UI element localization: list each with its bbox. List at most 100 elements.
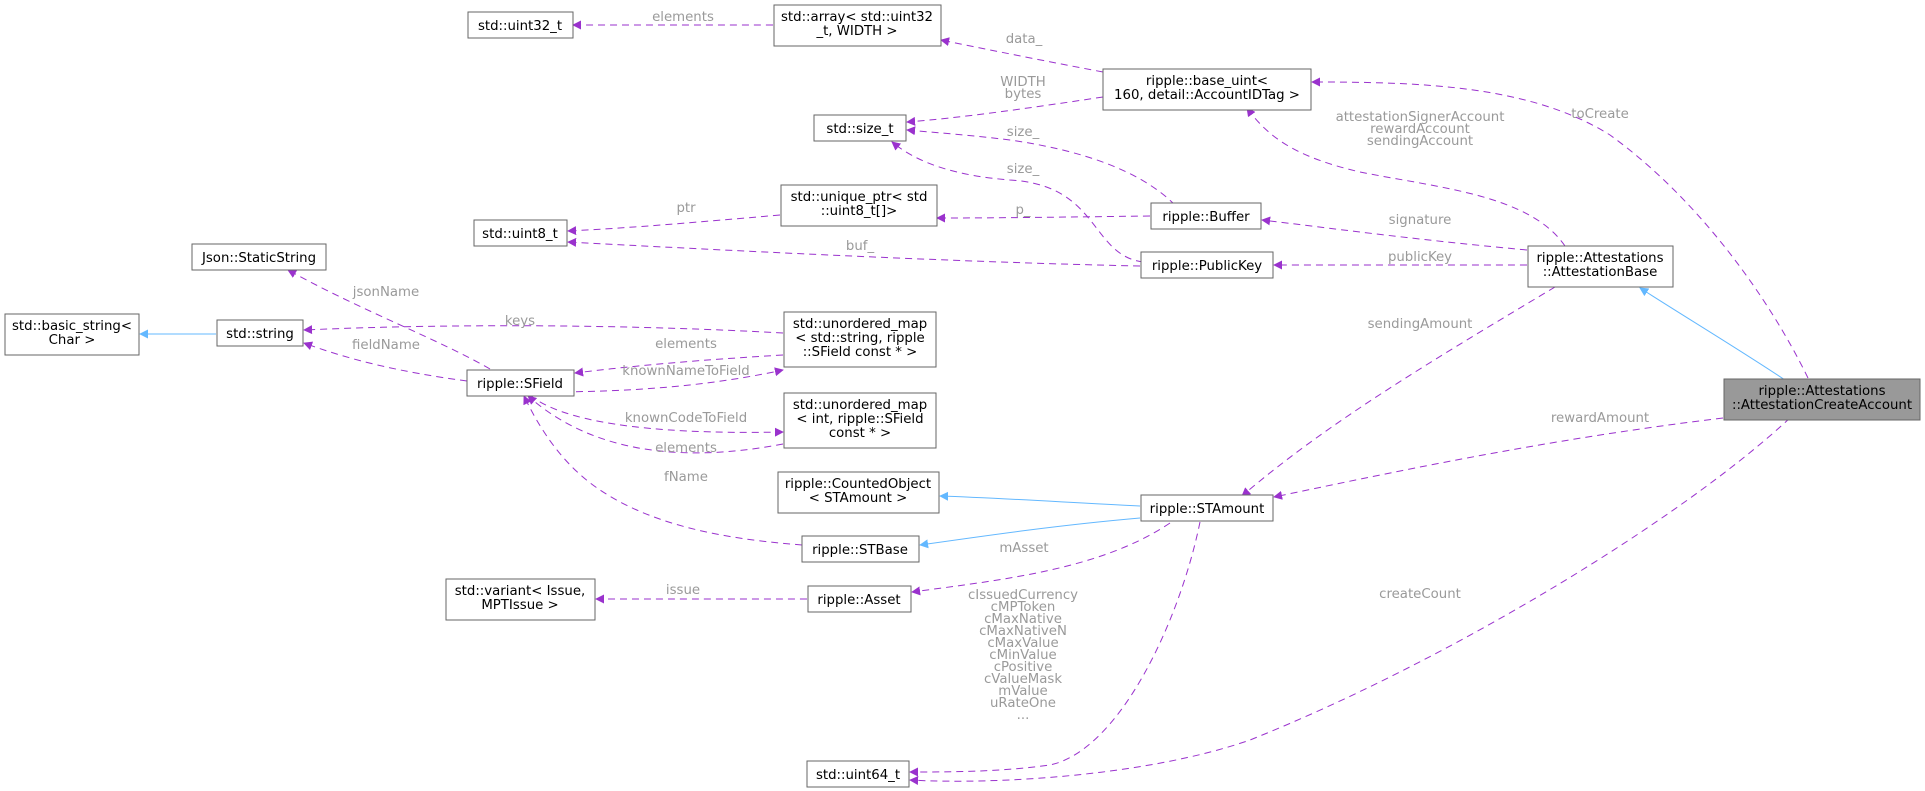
text-line: ::AttestationBase bbox=[1543, 265, 1658, 280]
text-line: _t, WIDTH > bbox=[815, 24, 897, 39]
text-line: uRateOne bbox=[990, 696, 1056, 711]
text-line: ripple::STAmount bbox=[1150, 502, 1265, 517]
edge-attbase-to-stamount: sendingAmount bbox=[1241, 286, 1556, 497]
text-line: cMaxNative bbox=[984, 612, 1062, 627]
text-line: cValueMask bbox=[984, 672, 1062, 687]
node-std-uint8-t[interactable]: std::uint8_t bbox=[473, 219, 568, 247]
nodes: std::uint32_t std::array< std::uint32_t,… bbox=[4, 4, 1921, 788]
edge-label-signature: signature bbox=[1389, 213, 1452, 228]
text-line: knownNameToField bbox=[622, 364, 749, 379]
node-ripple-asset[interactable]: ripple::Asset bbox=[807, 585, 912, 613]
text-line: < std::string, ripple bbox=[795, 331, 924, 346]
edge-label-data: data_ bbox=[1006, 32, 1043, 47]
node-label: ripple::CountedObject< STAmount > bbox=[785, 477, 931, 506]
text-line: keys bbox=[505, 314, 535, 329]
node-label: ripple::STBase bbox=[812, 543, 908, 558]
node-std-uint32-t[interactable]: std::uint32_t bbox=[467, 11, 574, 39]
node-label: std::uint64_t bbox=[816, 768, 900, 783]
text-line: ... bbox=[1017, 708, 1030, 723]
node-label: std::size_t bbox=[826, 122, 893, 137]
edge-buffer-to-uniqueptr: p_ bbox=[936, 203, 1151, 223]
node-ripple-stbase[interactable]: ripple::STBase bbox=[801, 535, 920, 563]
text-line: cMaxNativeN bbox=[979, 624, 1067, 639]
text-line: std::uint32_t bbox=[478, 19, 562, 34]
node-label: ripple::base_uint<160, detail::AccountID… bbox=[1114, 74, 1300, 103]
text-line: < STAmount > bbox=[809, 491, 908, 506]
edge-buffer-to-sizet: size_ bbox=[906, 125, 1176, 206]
node-label: std::string bbox=[226, 327, 294, 342]
node-attestation-base[interactable]: ripple::Attestations::AttestationBase bbox=[1527, 245, 1674, 288]
text-line: < int, ripple::SField bbox=[796, 412, 923, 427]
node-label: std::unique_ptr< std::uint8_t[]> bbox=[791, 190, 928, 219]
node-std-variant[interactable]: std::variant< Issue,MPTIssue > bbox=[445, 578, 596, 621]
node-json-staticstring[interactable]: Json::StaticString bbox=[191, 243, 327, 271]
text-line: std::string bbox=[226, 327, 294, 342]
node-ripple-base-uint[interactable]: ripple::base_uint<160, detail::AccountID… bbox=[1102, 68, 1312, 111]
edge-sfield-to-umapint: knownCodeToField bbox=[529, 394, 784, 437]
text-line: WIDTH bbox=[1000, 75, 1045, 90]
text-line: std::unique_ptr< std bbox=[791, 190, 928, 205]
text-line: cIssuedCurrency bbox=[968, 588, 1078, 603]
text-line: const * > bbox=[829, 426, 891, 441]
node-counted-object[interactable]: ripple::CountedObject< STAmount > bbox=[777, 471, 940, 514]
text-line: bytes bbox=[1005, 87, 1042, 102]
node-unordered-map-string[interactable]: std::unordered_map< std::string, ripple:… bbox=[783, 311, 937, 368]
edge-label-p: p_ bbox=[1015, 203, 1030, 218]
text-line: data_ bbox=[1006, 32, 1043, 47]
edge-label-issue: issue bbox=[666, 583, 700, 598]
node-std-unique-ptr[interactable]: std::unique_ptr< std::uint8_t[]> bbox=[780, 184, 938, 227]
text-line: ::uint8_t[]> bbox=[821, 204, 898, 219]
edge-label-size-pubkey: size_ bbox=[1007, 162, 1040, 177]
text-line: 160, detail::AccountIDTag > bbox=[1114, 88, 1300, 103]
node-label: ripple::SField bbox=[477, 377, 563, 392]
text-line: std::uint8_t bbox=[482, 227, 558, 242]
node-ripple-sfield[interactable]: ripple::SField bbox=[466, 369, 575, 397]
node-ripple-stamount[interactable]: ripple::STAmount bbox=[1140, 494, 1274, 522]
node-std-string[interactable]: std::string bbox=[216, 319, 304, 347]
edge-sfield-to-staticstring: jsonName bbox=[287, 269, 491, 370]
text-line: sendingAmount bbox=[1368, 317, 1473, 332]
edge-label-elements-uint32: elements bbox=[652, 10, 714, 25]
edge-label-fieldname: fieldName bbox=[352, 338, 420, 353]
text-line: std::unordered_map bbox=[793, 398, 927, 413]
node-label: std::unordered_map< std::string, ripple:… bbox=[793, 317, 927, 360]
text-line: mValue bbox=[998, 684, 1047, 699]
text-line: elements bbox=[652, 10, 714, 25]
node-std-array[interactable]: std::array< std::uint32_t, WIDTH > bbox=[773, 4, 942, 47]
edge-label-masset: mAsset bbox=[999, 541, 1048, 556]
node-ripple-buffer[interactable]: ripple::Buffer bbox=[1150, 202, 1262, 230]
node-label: ripple::Asset bbox=[817, 593, 900, 608]
edge-pubkey-to-uint8: buf_ bbox=[567, 237, 1141, 267]
edge-pubkey-to-sizet: size_ bbox=[891, 141, 1144, 263]
edge-label-size-buffer: size_ bbox=[1007, 125, 1040, 140]
node-std-uint64-t[interactable]: std::uint64_t bbox=[806, 760, 910, 788]
text-line: publicKey bbox=[1388, 250, 1452, 265]
node-std-size-t[interactable]: std::size_t bbox=[813, 114, 907, 142]
text-line: fName bbox=[664, 470, 708, 485]
text-line: ::AttestationCreateAccount bbox=[1732, 398, 1912, 413]
text-line: ::SField const * > bbox=[803, 345, 918, 360]
edge-label-publickey: publicKey bbox=[1388, 250, 1452, 265]
node-std-basic-string[interactable]: std::basic_string<Char > bbox=[4, 313, 140, 356]
text-line: std::variant< Issue, bbox=[455, 584, 586, 599]
text-line: std::unordered_map bbox=[793, 317, 927, 332]
edge-umapint-to-sfield: elements bbox=[527, 395, 784, 456]
edge-sfield-to-umapstr: knownNameToField bbox=[539, 364, 784, 393]
text-line: fieldName bbox=[352, 338, 420, 353]
node-attestation-create-account[interactable]: ripple::Attestations::AttestationCreateA… bbox=[1723, 378, 1921, 421]
edge-attcreate-to-uint64: createCount bbox=[909, 417, 1791, 785]
edge-attcreate-to-baseuint: toCreate bbox=[1311, 77, 1809, 379]
text-line: signature bbox=[1389, 213, 1452, 228]
edge-umapstr-to-string: keys bbox=[303, 314, 784, 335]
text-line: Char > bbox=[49, 333, 96, 348]
edge-attcreate-inherits-attbase bbox=[1639, 287, 1786, 381]
node-ripple-publickey[interactable]: ripple::PublicKey bbox=[1140, 251, 1274, 279]
text-line: cPositive bbox=[994, 660, 1053, 675]
text-line: cMPToken bbox=[991, 600, 1056, 615]
